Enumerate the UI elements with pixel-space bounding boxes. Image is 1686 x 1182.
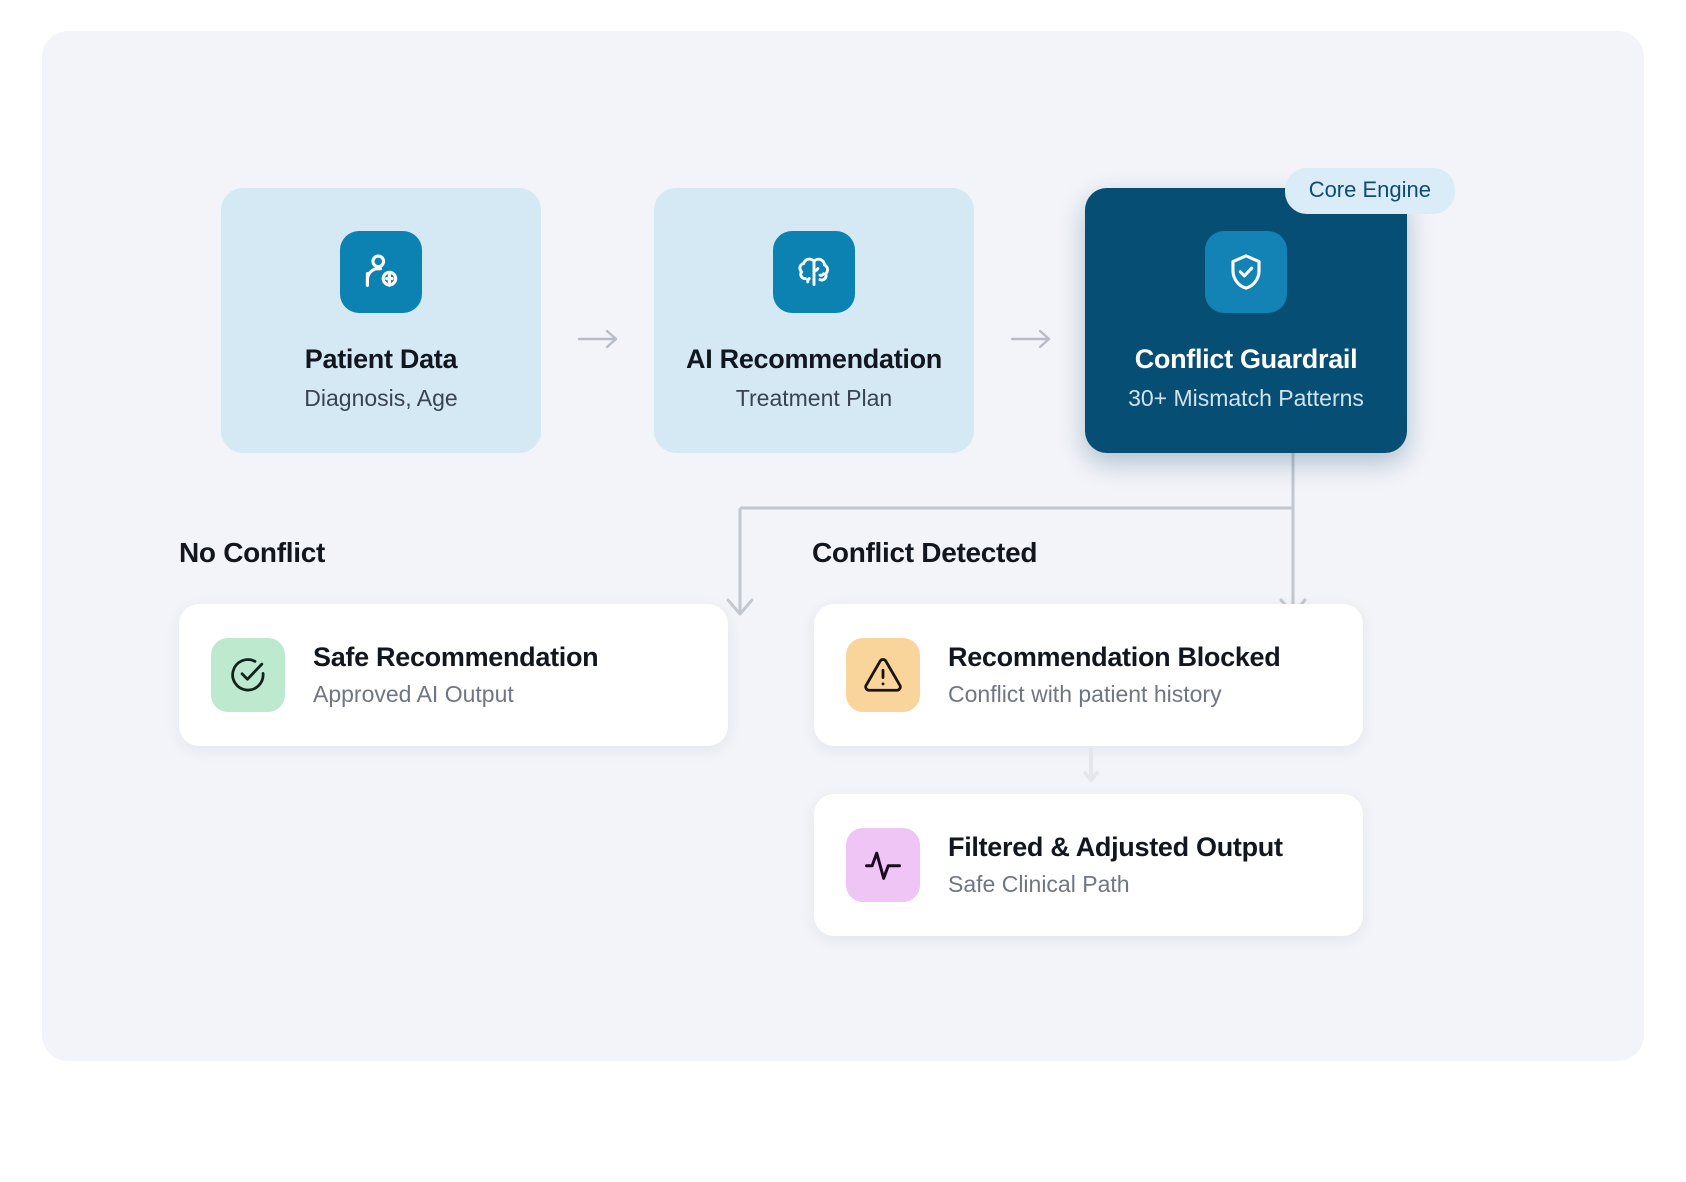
result-card-filtered-adjusted-output[interactable]: Filtered & Adjusted Output Safe Clinical… (814, 794, 1363, 936)
alert-triangle-icon (846, 638, 920, 712)
pipeline-row: Patient Data Diagnosis, Age (221, 168, 1455, 453)
check-circle-icon (211, 638, 285, 712)
result-title: Recommendation Blocked (948, 642, 1281, 672)
stage-subtitle: Diagnosis, Age (304, 385, 458, 411)
result-title: Filtered & Adjusted Output (948, 832, 1283, 862)
result-subtitle: Safe Clinical Path (948, 871, 1130, 897)
diagram-panel: Patient Data Diagnosis, Age (42, 31, 1644, 1061)
branch-label-no-conflict: No Conflict (179, 537, 326, 568)
connector-arrow-down-icon (1083, 748, 1099, 782)
result-text: Safe Recommendation Approved AI Output (313, 642, 599, 708)
stage-card-patient-data[interactable]: Patient Data Diagnosis, Age (221, 188, 541, 453)
stage-subtitle: Treatment Plan (735, 385, 893, 411)
patient-add-icon (340, 231, 422, 313)
stage-title: Patient Data (304, 344, 458, 374)
result-subtitle: Approved AI Output (313, 681, 514, 707)
result-text: Filtered & Adjusted Output Safe Clinical… (948, 832, 1283, 898)
stage-card-conflict-guardrail[interactable]: Core Engine Conflict Guardrail 30+ Misma… (1085, 168, 1455, 453)
activity-pulse-icon (846, 828, 920, 902)
result-title: Safe Recommendation (313, 642, 599, 672)
core-engine-badge: Core Engine (1284, 168, 1455, 214)
stage-title: Conflict Guardrail (1134, 344, 1358, 374)
brain-icon (773, 231, 855, 313)
result-text: Recommendation Blocked Conflict with pat… (948, 642, 1281, 708)
result-card-safe-recommendation[interactable]: Safe Recommendation Approved AI Output (179, 604, 728, 746)
branch-label-conflict-detected: Conflict Detected (812, 537, 1038, 568)
arrow-right-icon (577, 329, 618, 349)
result-card-recommendation-blocked[interactable]: Recommendation Blocked Conflict with pat… (814, 604, 1363, 746)
arrow-right-icon (1010, 329, 1051, 349)
stage-subtitle: 30+ Mismatch Patterns (1128, 385, 1364, 411)
shield-check-icon (1205, 231, 1287, 313)
stage-card-ai-recommendation[interactable]: AI Recommendation Treatment Plan (654, 188, 974, 453)
stage-title: AI Recommendation (686, 344, 942, 374)
result-subtitle: Conflict with patient history (948, 681, 1222, 707)
